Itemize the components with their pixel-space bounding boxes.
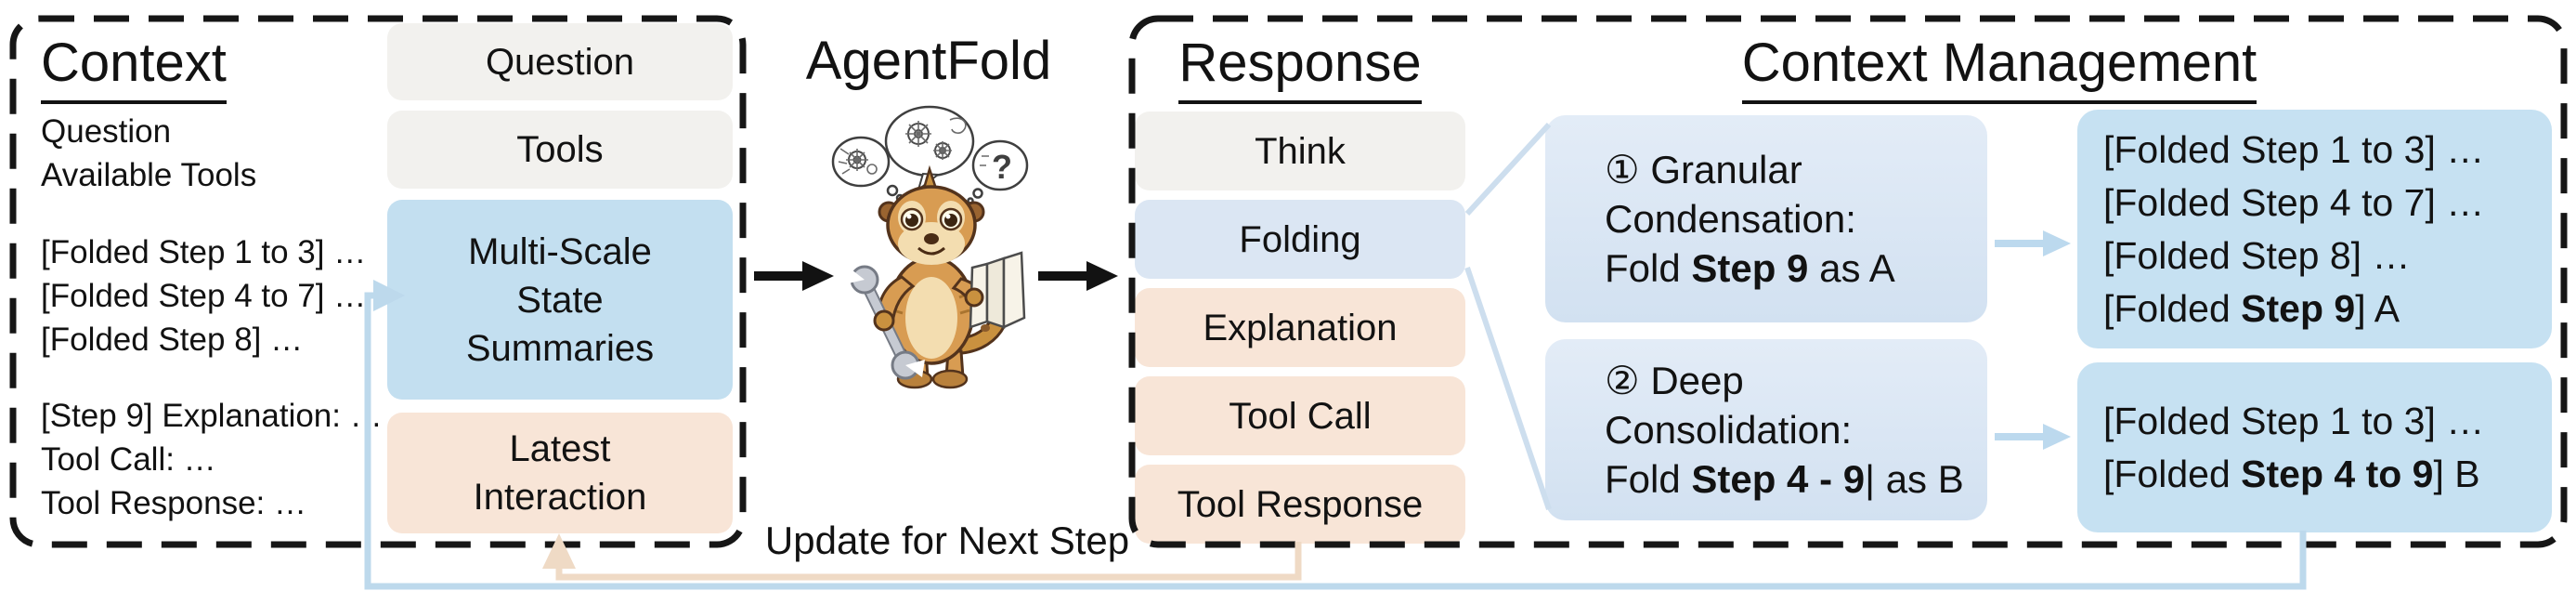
context-latest-interaction-box: Latest Interaction [387, 413, 733, 533]
gears-icon [838, 117, 967, 175]
deep-line-1: ② Deep [1605, 359, 1744, 402]
response-box-think: Think [1135, 112, 1465, 190]
result1-line-4: [Folded Step 9] A [2103, 286, 2400, 330]
response-box-tool-response: Tool Response [1135, 465, 1465, 544]
deep-result-box: [Folded Step 1 to 3] … [Folded Step 4 to… [2077, 362, 2552, 532]
agentfold-to-response-arrow-icon [1038, 261, 1118, 291]
thought-bubbles-icon: ? [831, 105, 1029, 204]
interaction-feedback-arrowhead-icon [542, 533, 576, 569]
result1-line-1: [Folded Step 1 to 3] … [2103, 127, 2485, 171]
folding-funnel-line-top [1464, 122, 1552, 217]
context-intro-text: Question Available Tools [41, 113, 257, 193]
deep-line-3: Fold Step 4 - 9| as B [1605, 457, 1964, 501]
agentfold-mascot: ? [831, 105, 1029, 389]
response-box-folding: Folding [1135, 200, 1465, 279]
granular-to-result-arrow-icon [1995, 230, 2071, 256]
response-panel-title: Response [1161, 32, 1439, 104]
update-for-next-step-label: Update for Next Step [764, 519, 1130, 562]
granular-condensation-box: ① Granular Condensation: Fold Step 9 as … [1545, 115, 1987, 322]
deep-line-2: Consolidation: [1605, 408, 1853, 452]
context-summaries-box: Multi-Scale State Summaries [387, 200, 733, 400]
granular-line-3: Fold Step 9 as A [1605, 246, 1895, 290]
deep-to-result-arrow-icon [1995, 424, 2071, 450]
context-management-title: Context Management [1711, 32, 2287, 104]
context-tools-box: Tools [387, 111, 733, 189]
folding-funnel-line-bottom [1464, 267, 1552, 510]
bubble-question-text: ? [992, 148, 1012, 186]
context-folded-steps-text: [Folded Step 1 to 3] … [Folded Step 4 to… [41, 234, 367, 358]
result2-line-1: [Folded Step 1 to 3] … [2103, 399, 2485, 442]
granular-result-box: [Folded Step 1 to 3] … [Folded Step 4 to… [2077, 110, 2552, 348]
question-mark-icon: ? [980, 148, 1012, 186]
meerkat-icon [844, 164, 1026, 389]
context-question-box: Question [387, 23, 733, 100]
response-box-tool-call: Tool Call [1135, 376, 1465, 455]
deep-consolidation-box: ② Deep Consolidation: Fold Step 4 - 9| a… [1545, 339, 1987, 520]
granular-line-1: ① Granular [1605, 148, 1802, 191]
granular-line-2: Condensation: [1605, 197, 1856, 241]
result2-line-2: [Folded Step 4 to 9] B [2103, 452, 2480, 495]
result1-line-3: [Folded Step 8] … [2103, 233, 2411, 277]
context-panel-title: Context [41, 32, 227, 104]
context-to-agentfold-arrow-icon [754, 261, 834, 291]
agentfold-title: AgentFold [805, 31, 1052, 91]
result1-line-2: [Folded Step 4 to 7] … [2103, 180, 2485, 224]
response-box-explanation: Explanation [1135, 288, 1465, 367]
context-latest-step-text: [Step 9] Explanation: … Tool Call: … Too… [41, 398, 383, 521]
